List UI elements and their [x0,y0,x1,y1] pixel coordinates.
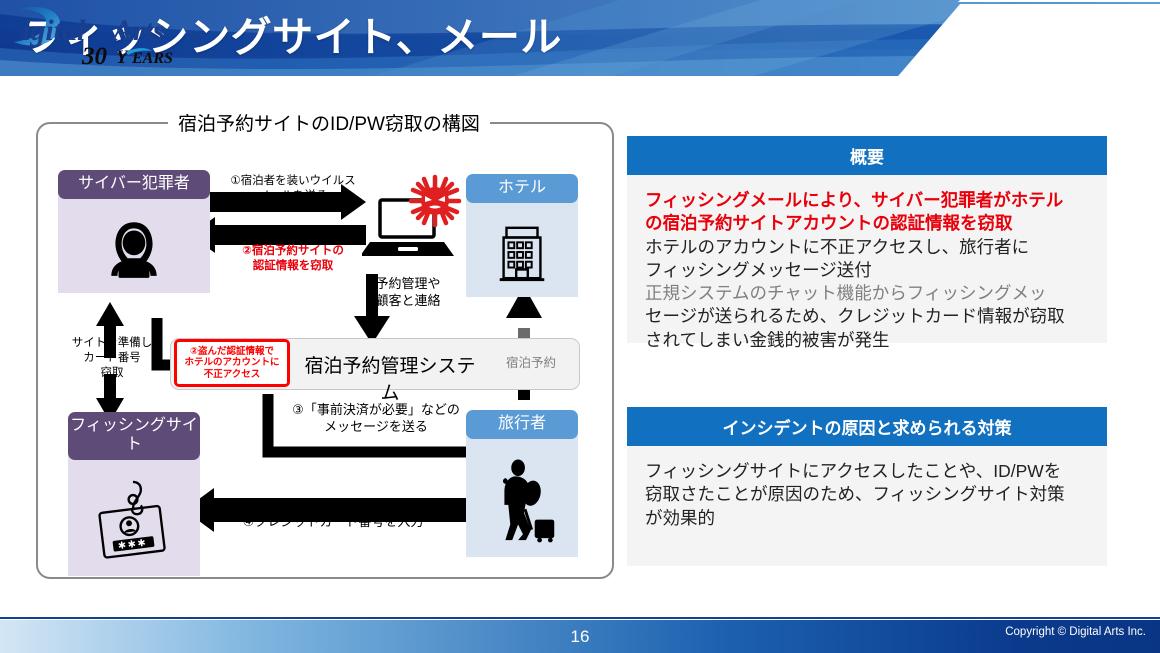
overview-line-7: されてしまい金銭的被害が発生 [645,329,890,350]
panel-overview: 概要 フィッシングメールにより、サイバー犯罪者がホテル の宿泊予約サイトアカウン… [627,136,1107,350]
panel-cause: インシデントの原因と求められる対策 フィッシングサイトにアクセスしたことや、ID… [627,407,1107,566]
overview-line-2: の宿泊予約サイトアカウントの認証情報を窃取 [645,213,1013,234]
svg-text:Arts: Arts [111,14,165,47]
card-cyber-criminal: サイバー犯罪者 [58,170,210,293]
alert-unauthorized-access: ②盗んだ認証情報で ホテルのアカウントに 不正アクセス [174,339,290,387]
hotel-building-icon [499,226,545,281]
panel-overview-title: 概要 [627,136,1107,175]
diagram-title: 宿泊予約サイトのID/PW窃取の構図 [168,113,490,137]
cause-line-1: フィッシングサイトにアクセスしたことや、ID/PWを [645,461,1062,481]
svg-text:✱: ✱ [117,540,126,552]
label-step4: ④クレジットカード番号を入力 [242,514,424,529]
cause-line-2: 窃取さたことが原因のため、フィッシングサイト対策 [645,484,1065,505]
phishing-credentials-icon: ✱ ✱ ✱ [98,480,166,559]
card-hotel-body [466,196,578,297]
header-banner: フィッシングサイト、メール igital Arts R 30 Y EARS [0,0,1160,80]
card-phishing-label: フィッシングサイト [68,412,200,460]
card-traveler-label: 旅行者 [466,410,578,439]
digitalarts-logo: igital Arts R 30 Y EARS [14,6,201,70]
overview-line-3: ホテルのアカウントに不正アクセスし、旅行者に [645,236,1030,257]
panel-cause-title: インシデントの原因と求められる対策 [627,407,1107,446]
label-prepare-site: サイトを準備し カード番号 窃取 [71,337,153,379]
overview-line-5: 正規システムのチャット機能からフィッシングメッ [645,283,1047,304]
panel-cause-body: フィッシングサイトにアクセスしたことや、ID/PWを 窃取さたことが原因のため、… [627,446,1107,566]
virus-icon [408,174,462,228]
page-title: フィッシングサイト、メール [24,14,562,60]
card-traveler: 旅行者 [466,410,578,557]
label-step3: ③「事前決済が必要」などの メッセージを送る [292,402,460,434]
label-step1: ①宿泊者を装いウイルス メールを送る [230,175,356,202]
cause-line-3: が効果的 [645,507,715,528]
traveler-icon [502,459,555,543]
card-phishing-site: フィッシングサイト ✱ ✱ ✱ [68,412,200,576]
label-laptop-role: 予約管理や 顧客と連絡 [375,276,441,308]
copyright-text: Copyright © Digital Arts Inc. [1005,626,1146,638]
header-wave-graphic [0,0,1160,76]
panel-overview-body: フィッシングメールにより、サイバー犯罪者がホテル の宿泊予約サイトアカウントの認… [627,175,1107,350]
card-phishing-body: ✱ ✱ ✱ [68,453,200,576]
svg-text:✱: ✱ [127,539,136,551]
reservation-system-label: 宿泊予約管理システム [304,356,476,404]
label-reservation: 宿泊予約 [505,356,556,370]
page-number: 16 [570,626,590,646]
svg-text:30: 30 [81,43,108,70]
label-step2: ②宿泊予約サイトの 認証情報を窃取 [242,245,344,272]
card-hotel: ホテル [466,174,578,297]
laptop-virus-group [360,174,462,267]
svg-text:R: R [193,35,198,41]
svg-text:igital: igital [22,14,86,47]
card-hotel-label: ホテル [466,174,578,203]
card-traveler-body [466,432,578,557]
svg-text:EARS: EARS [131,50,173,67]
overview-line-6: セージが送られるため、クレジットカード情報が窃取 [645,306,1065,327]
hacker-icon [111,222,157,278]
svg-text:Y: Y [116,47,130,68]
footer-divider [0,617,1160,619]
footer-bar [0,620,1160,653]
svg-text:✱: ✱ [137,538,146,550]
overview-line-4: フィッシングメッセージ送付 [645,259,872,280]
card-criminal-body [58,192,210,293]
card-criminal-label: サイバー犯罪者 [58,170,210,199]
overview-line-1: フィッシングメールにより、サイバー犯罪者がホテル [645,190,1064,210]
